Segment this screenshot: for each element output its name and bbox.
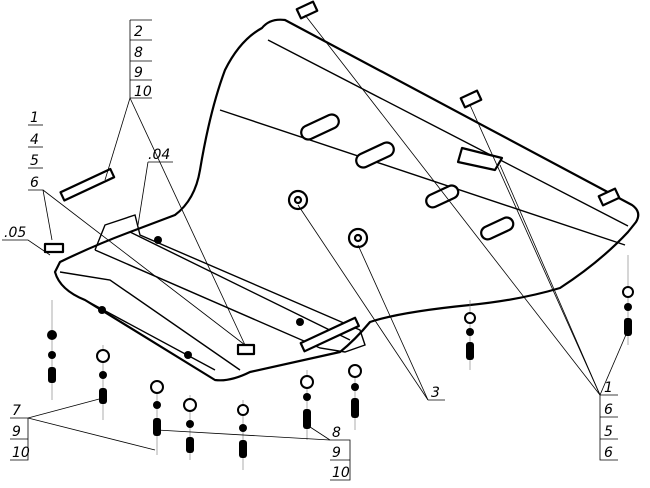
callout-10-bl: 10: [12, 445, 30, 461]
leader-lines: [2, 14, 629, 481]
callout-9: 9: [134, 65, 143, 81]
callout-6-br: 6: [604, 402, 613, 418]
callout-5-br: 5: [604, 424, 613, 440]
callouts: 2 8 9 10 1 4 5 6 .04 .05 7 9 10 8 9 10 3…: [4, 24, 613, 481]
callout-10-bm: 10: [332, 465, 350, 481]
callout-05: .05: [4, 225, 26, 241]
callout-5: 5: [30, 153, 39, 169]
callout-10: 10: [134, 84, 152, 100]
callout-6: 6: [30, 175, 39, 191]
fasteners: [47, 255, 634, 470]
callout-6b-br: 6: [604, 445, 613, 461]
callout-4: 4: [30, 132, 39, 148]
skid-plate: [43, 0, 640, 382]
callout-2: 2: [134, 24, 143, 40]
callout-1-br: 1: [604, 380, 613, 396]
callout-1: 1: [30, 110, 39, 126]
callout-9-bl: 9: [12, 424, 21, 440]
callout-9-bm: 9: [332, 445, 341, 461]
callout-7: 7: [12, 403, 21, 419]
callout-04: .04: [148, 147, 170, 163]
callout-3: 3: [431, 385, 440, 401]
callout-8-bm: 8: [332, 425, 341, 441]
callout-8: 8: [134, 45, 143, 61]
